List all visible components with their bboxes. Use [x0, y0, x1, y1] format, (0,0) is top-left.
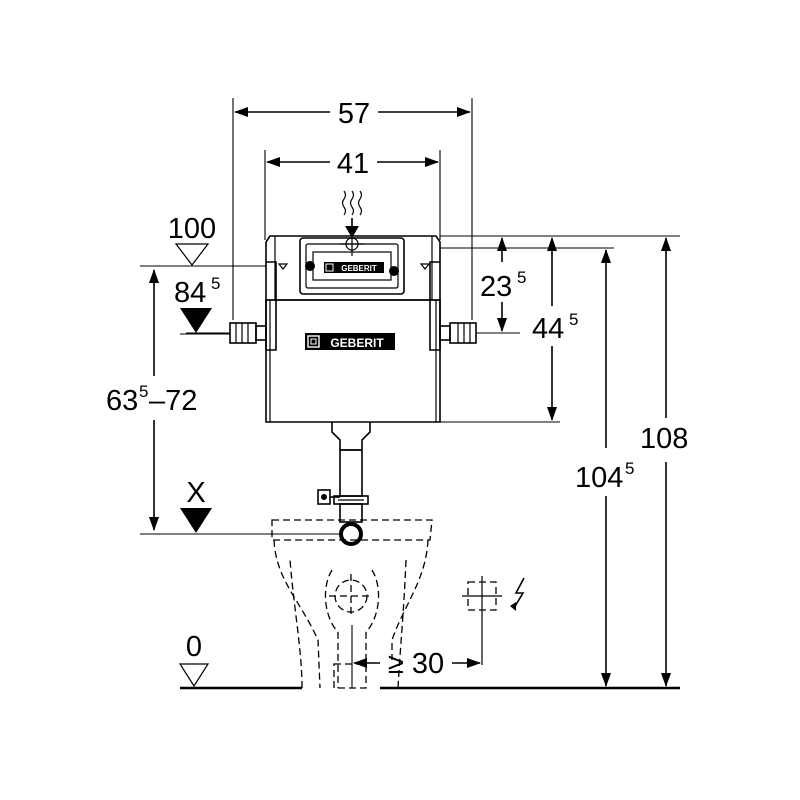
dimension-23-5: 23 5	[480, 237, 526, 332]
level-100: 100	[140, 213, 266, 267]
crosshair-marker	[340, 234, 364, 256]
label-63-sup: 5	[139, 382, 148, 401]
right-extension-lines	[440, 235, 680, 423]
label-44-sup: 5	[569, 310, 578, 329]
label-23: 23	[480, 271, 512, 303]
brand-small: GEBERIT	[341, 264, 377, 273]
label-41: 41	[337, 148, 369, 180]
brand-large: GEBERIT	[330, 336, 384, 350]
electrical-outlet-icon	[462, 576, 502, 665]
connection-right	[439, 322, 520, 344]
datum-x: X	[140, 477, 342, 535]
dimension-range-63-72: 63 5 –72	[106, 269, 197, 531]
lightning-icon	[510, 577, 525, 611]
label-57: 57	[338, 98, 370, 130]
floor-datum-0: 0	[178, 631, 210, 688]
label-104: 104	[575, 462, 623, 494]
label-72: –72	[149, 385, 197, 417]
flush-pipe	[317, 422, 371, 546]
wavy-lines-icon	[341, 190, 363, 238]
label-84: 84	[174, 277, 206, 309]
label-min-30: ≥ 30	[388, 648, 444, 680]
level-84-5: 84 5	[174, 274, 230, 335]
connection-left	[186, 322, 267, 344]
drain-crosshair	[329, 574, 373, 618]
label-63: 63	[106, 385, 138, 417]
dimension-width-57: 57	[232, 98, 473, 320]
label-44: 44	[532, 313, 564, 345]
dimension-44-5: 44 5	[532, 237, 578, 421]
label-108: 108	[640, 423, 688, 455]
label-104-sup: 5	[625, 459, 634, 478]
toilet-outline	[271, 519, 433, 689]
label-100: 100	[168, 213, 216, 245]
label-x: X	[186, 477, 205, 509]
label-23-sup: 5	[517, 268, 526, 287]
dimension-width-41: 41	[264, 148, 441, 240]
dimension-clearance-30: ≥ 30	[351, 625, 481, 688]
label-84-sup: 5	[211, 274, 220, 293]
dimension-104-5: 104 5	[575, 249, 634, 687]
cistern-body	[265, 299, 441, 423]
geberit-logo-small: GEBERIT	[324, 262, 384, 273]
cistern-frame	[265, 235, 441, 351]
dimension-108: 108	[640, 237, 688, 687]
geberit-logo-large: GEBERIT	[305, 333, 395, 350]
label-0: 0	[186, 631, 202, 663]
